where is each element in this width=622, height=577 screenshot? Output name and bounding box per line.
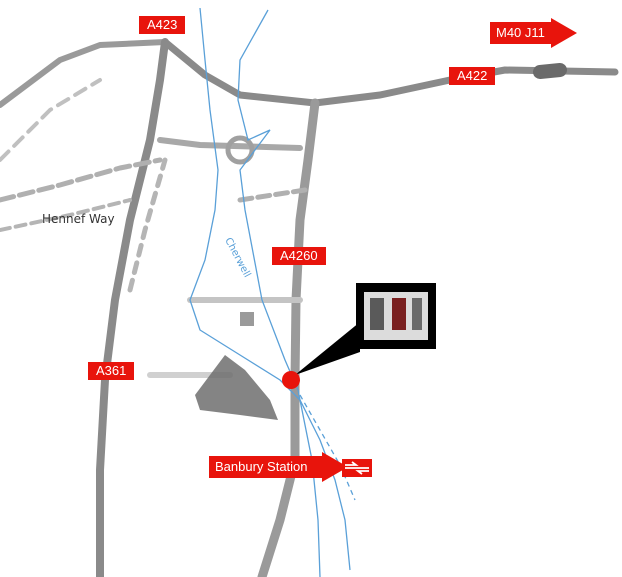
rail-icon — [342, 459, 372, 477]
railway-line — [299, 394, 356, 501]
station-label: Banbury Station — [209, 456, 322, 478]
callout-pointer — [295, 322, 360, 375]
built-up-area — [195, 355, 278, 420]
destination-arrow-m40: M40 J11 — [490, 18, 577, 48]
road-side-1 — [0, 157, 163, 203]
street-label-hennef-way: Hennef Way — [42, 212, 115, 226]
road-a4260 — [257, 98, 320, 577]
road-a423-south — [96, 38, 169, 577]
road-a422 — [161, 38, 619, 107]
arrow-right-icon — [550, 18, 577, 48]
waterways — [189, 7, 351, 577]
road-label-a4260: A4260 — [272, 247, 326, 265]
road-side-2 — [0, 198, 132, 232]
road-east-spur — [533, 63, 567, 79]
destination-label: M40 J11 — [490, 22, 551, 44]
road-side-6 — [237, 187, 308, 203]
road-a423-west — [0, 39, 168, 108]
river-cherwell — [189, 7, 351, 571]
road-network — [0, 38, 619, 577]
building-block — [240, 312, 254, 326]
road-side-4 — [127, 157, 168, 293]
road-label-a422: A422 — [449, 67, 496, 85]
road-side-8 — [0, 78, 102, 162]
location-marker-icon — [282, 371, 300, 389]
station-arrow: Banbury Station — [209, 452, 348, 482]
road-label-a361: A361 — [88, 362, 135, 380]
road-label-a423: A423 — [139, 16, 186, 34]
road-side-3 — [157, 137, 303, 151]
roundabout — [225, 135, 255, 165]
